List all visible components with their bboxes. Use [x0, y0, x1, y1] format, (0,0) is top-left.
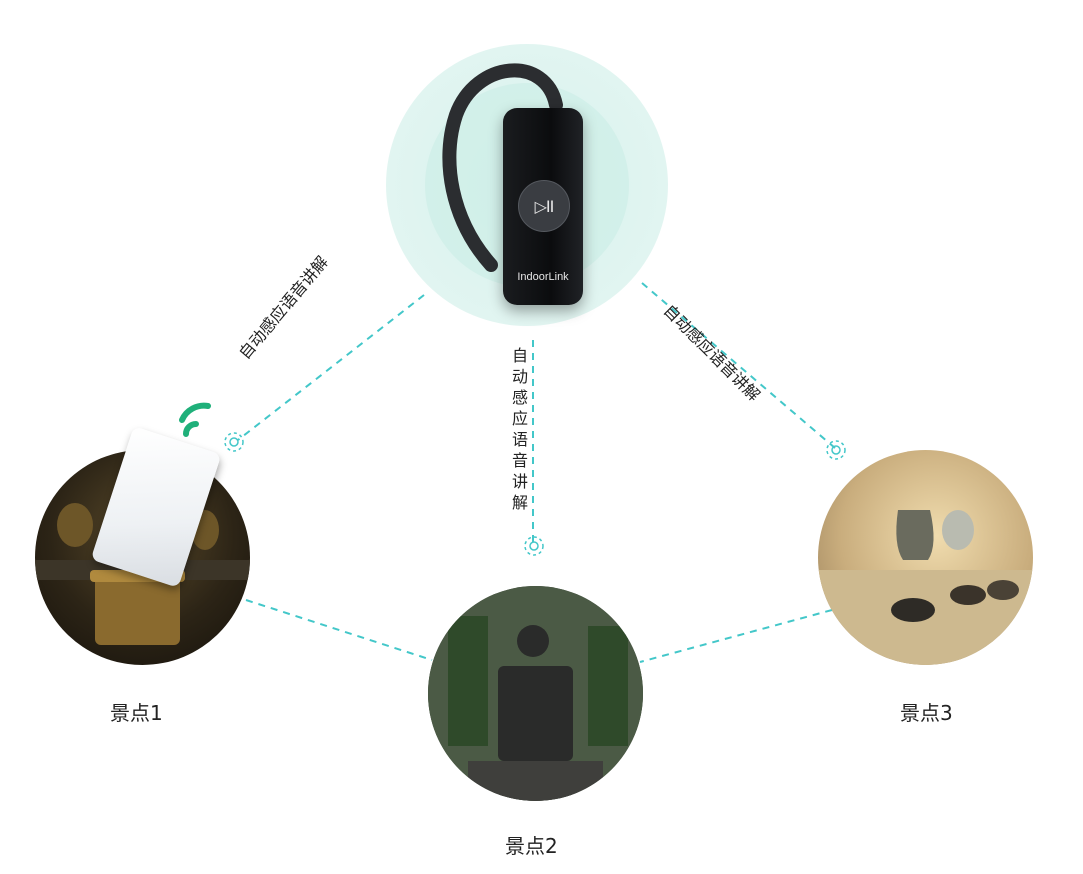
statue-icon [428, 586, 643, 801]
edge-line-device-spot1 [237, 294, 425, 441]
signal-dot-icon [524, 536, 544, 556]
ceramics-icon [818, 510, 1033, 665]
device-brand-label: IndoorLink [517, 271, 569, 283]
signal-dot-icon [826, 440, 846, 460]
spot2-label: 景点2 [505, 834, 558, 858]
wireless-signal-icon [179, 402, 211, 437]
spot3-label: 景点3 [900, 701, 953, 725]
spot3-photo [818, 450, 1033, 665]
play-pause-button[interactable]: ▷II [518, 180, 570, 232]
ear-hook-icon [442, 63, 563, 272]
play-pause-icon: ▷II [534, 196, 555, 216]
edge-label-middle: 自动感应语音讲解 [511, 346, 528, 512]
edge-line-spot1-spot2 [245, 599, 433, 661]
edge-line-spot3-spot2 [639, 609, 833, 663]
signal-dot-icon [224, 432, 244, 452]
edge-line-device-spot3 [641, 282, 836, 449]
spot2-photo [428, 586, 643, 801]
spot1-label: 景点1 [110, 701, 163, 725]
